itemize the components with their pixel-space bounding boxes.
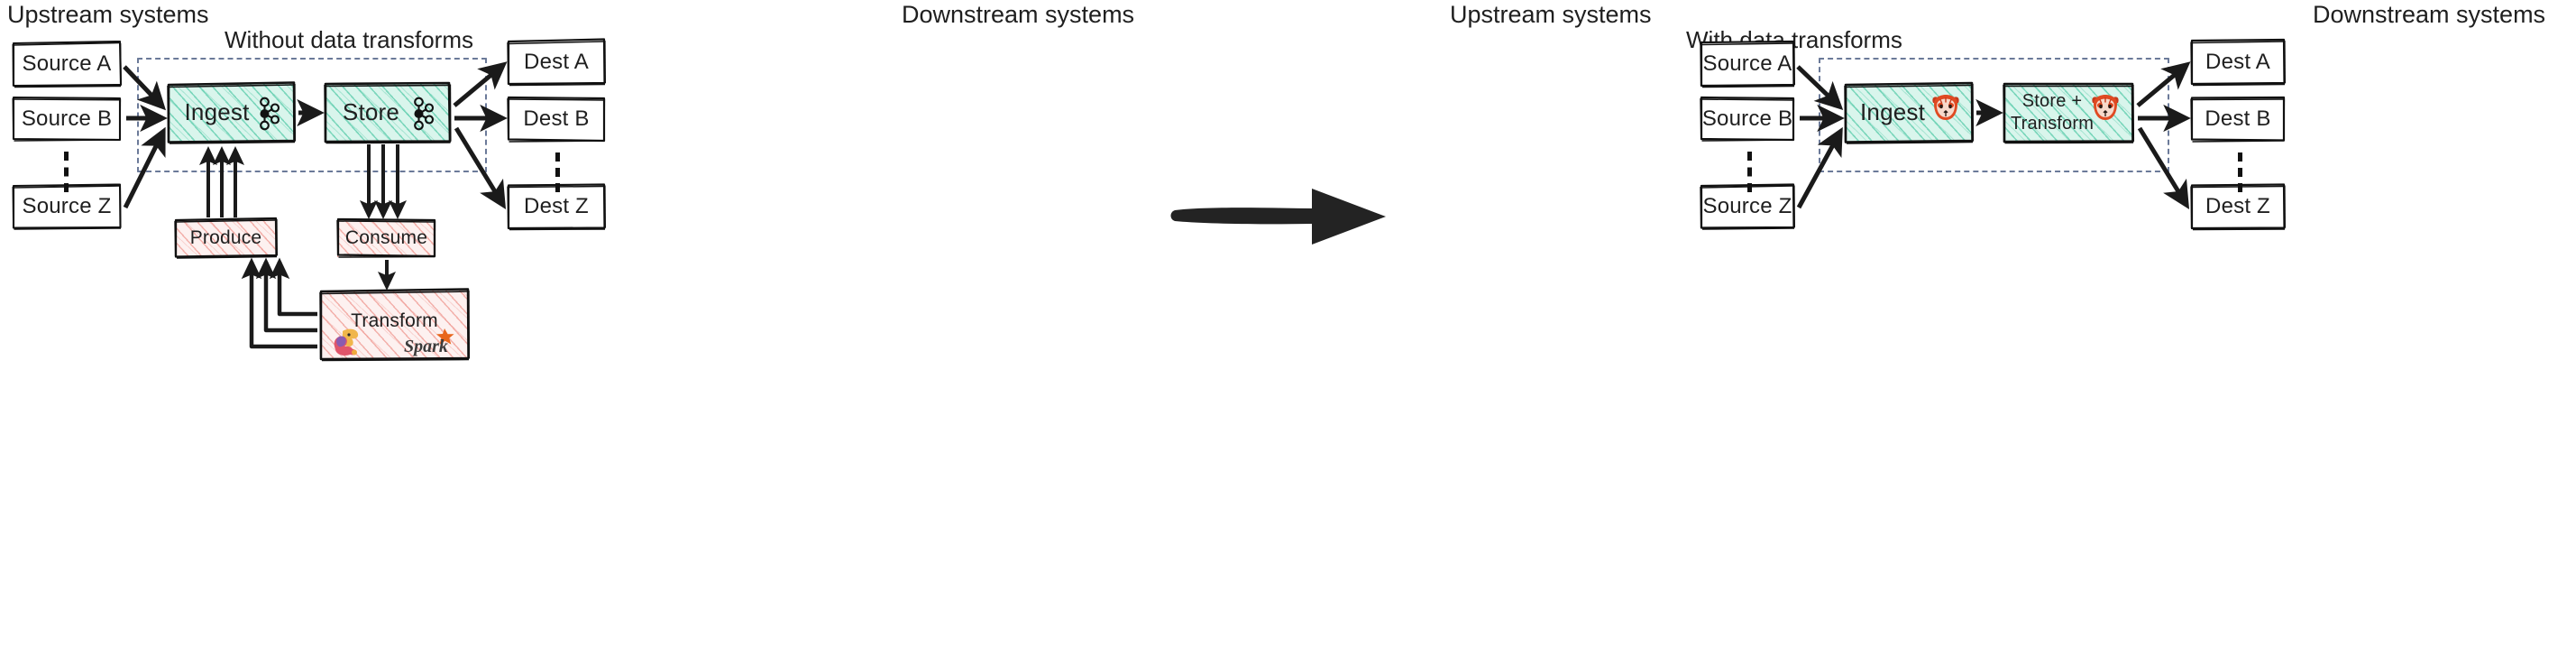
right-dest-z-label: Dest Z: [2205, 194, 2270, 219]
right-dest-ellipsis: [2238, 152, 2242, 192]
right-upstream-label: Upstream systems: [1450, 1, 1652, 28]
left-dest-z-label: Dest Z: [524, 194, 589, 219]
left-dest-b-label: Dest B: [523, 106, 590, 132]
right-dest-b-box: Dest B: [2190, 96, 2286, 143]
transition-arrow: [1170, 189, 1386, 245]
right-dest-b-label: Dest B: [2205, 106, 2271, 132]
right-source-ellipsis: [1747, 152, 1752, 192]
kafka-icon: [414, 97, 435, 131]
left-produce-label: Produce: [189, 226, 262, 248]
right-store-transform-label: Store + Transform: [2011, 90, 2094, 135]
right-downstream-label: Downstream systems: [2313, 1, 2546, 28]
right-source-a-label: Source A: [1702, 51, 1792, 76]
left-transform-box: Transform Spark: [319, 288, 471, 362]
right-ingest-box: Ingest: [1844, 81, 1975, 144]
left-source-ellipsis: [64, 152, 69, 192]
left-produce-box: Produce: [174, 217, 278, 259]
left-source-a-label: Source A: [22, 51, 112, 76]
left-store-label: Store: [342, 98, 400, 126]
right-ingest-label: Ingest: [1859, 98, 1926, 126]
spark-icon: Spark: [404, 328, 454, 356]
left-dest-ellipsis: [555, 152, 560, 192]
right-source-b-box: Source B: [1700, 96, 1795, 142]
redpanda-icon: [2092, 95, 2119, 120]
left-store-box: Store: [324, 81, 452, 144]
left-dest-a-label: Dest A: [524, 50, 589, 75]
right-source-z-label: Source Z: [1702, 193, 1792, 218]
left-consume-label: Consume: [344, 226, 428, 248]
right-source-b-label: Source B: [1701, 106, 1793, 131]
flink-icon: [334, 328, 359, 356]
left-source-z-label: Source Z: [22, 193, 112, 218]
left-source-b-label: Source B: [21, 106, 113, 131]
right-store-transform-box: Store + Transform: [2003, 82, 2135, 144]
store-transform-line-1: Store +: [2021, 91, 2083, 111]
store-transform-line-2: Transform: [2010, 114, 2095, 134]
left-downstream-label: Downstream systems: [902, 1, 1135, 28]
left-source-a-box: Source A: [12, 40, 123, 88]
redpanda-icon: [1932, 95, 1959, 120]
right-dest-a-label: Dest A: [2205, 50, 2270, 75]
left-panel-title: Without data transforms: [225, 26, 473, 53]
right-dest-a-box: Dest A: [2190, 38, 2286, 87]
kafka-icon: [260, 97, 280, 131]
svg-text:Spark: Spark: [404, 337, 448, 356]
left-dest-a-box: Dest A: [507, 38, 606, 87]
left-ingest-label: Ingest: [184, 98, 250, 126]
left-ingest-box: Ingest: [167, 81, 297, 144]
left-upstream-label: Upstream systems: [7, 1, 209, 28]
right-source-a-box: Source A: [1700, 40, 1795, 88]
left-dest-b-box: Dest B: [507, 96, 606, 143]
left-source-b-box: Source B: [12, 96, 122, 142]
left-consume-box: Consume: [336, 217, 436, 258]
